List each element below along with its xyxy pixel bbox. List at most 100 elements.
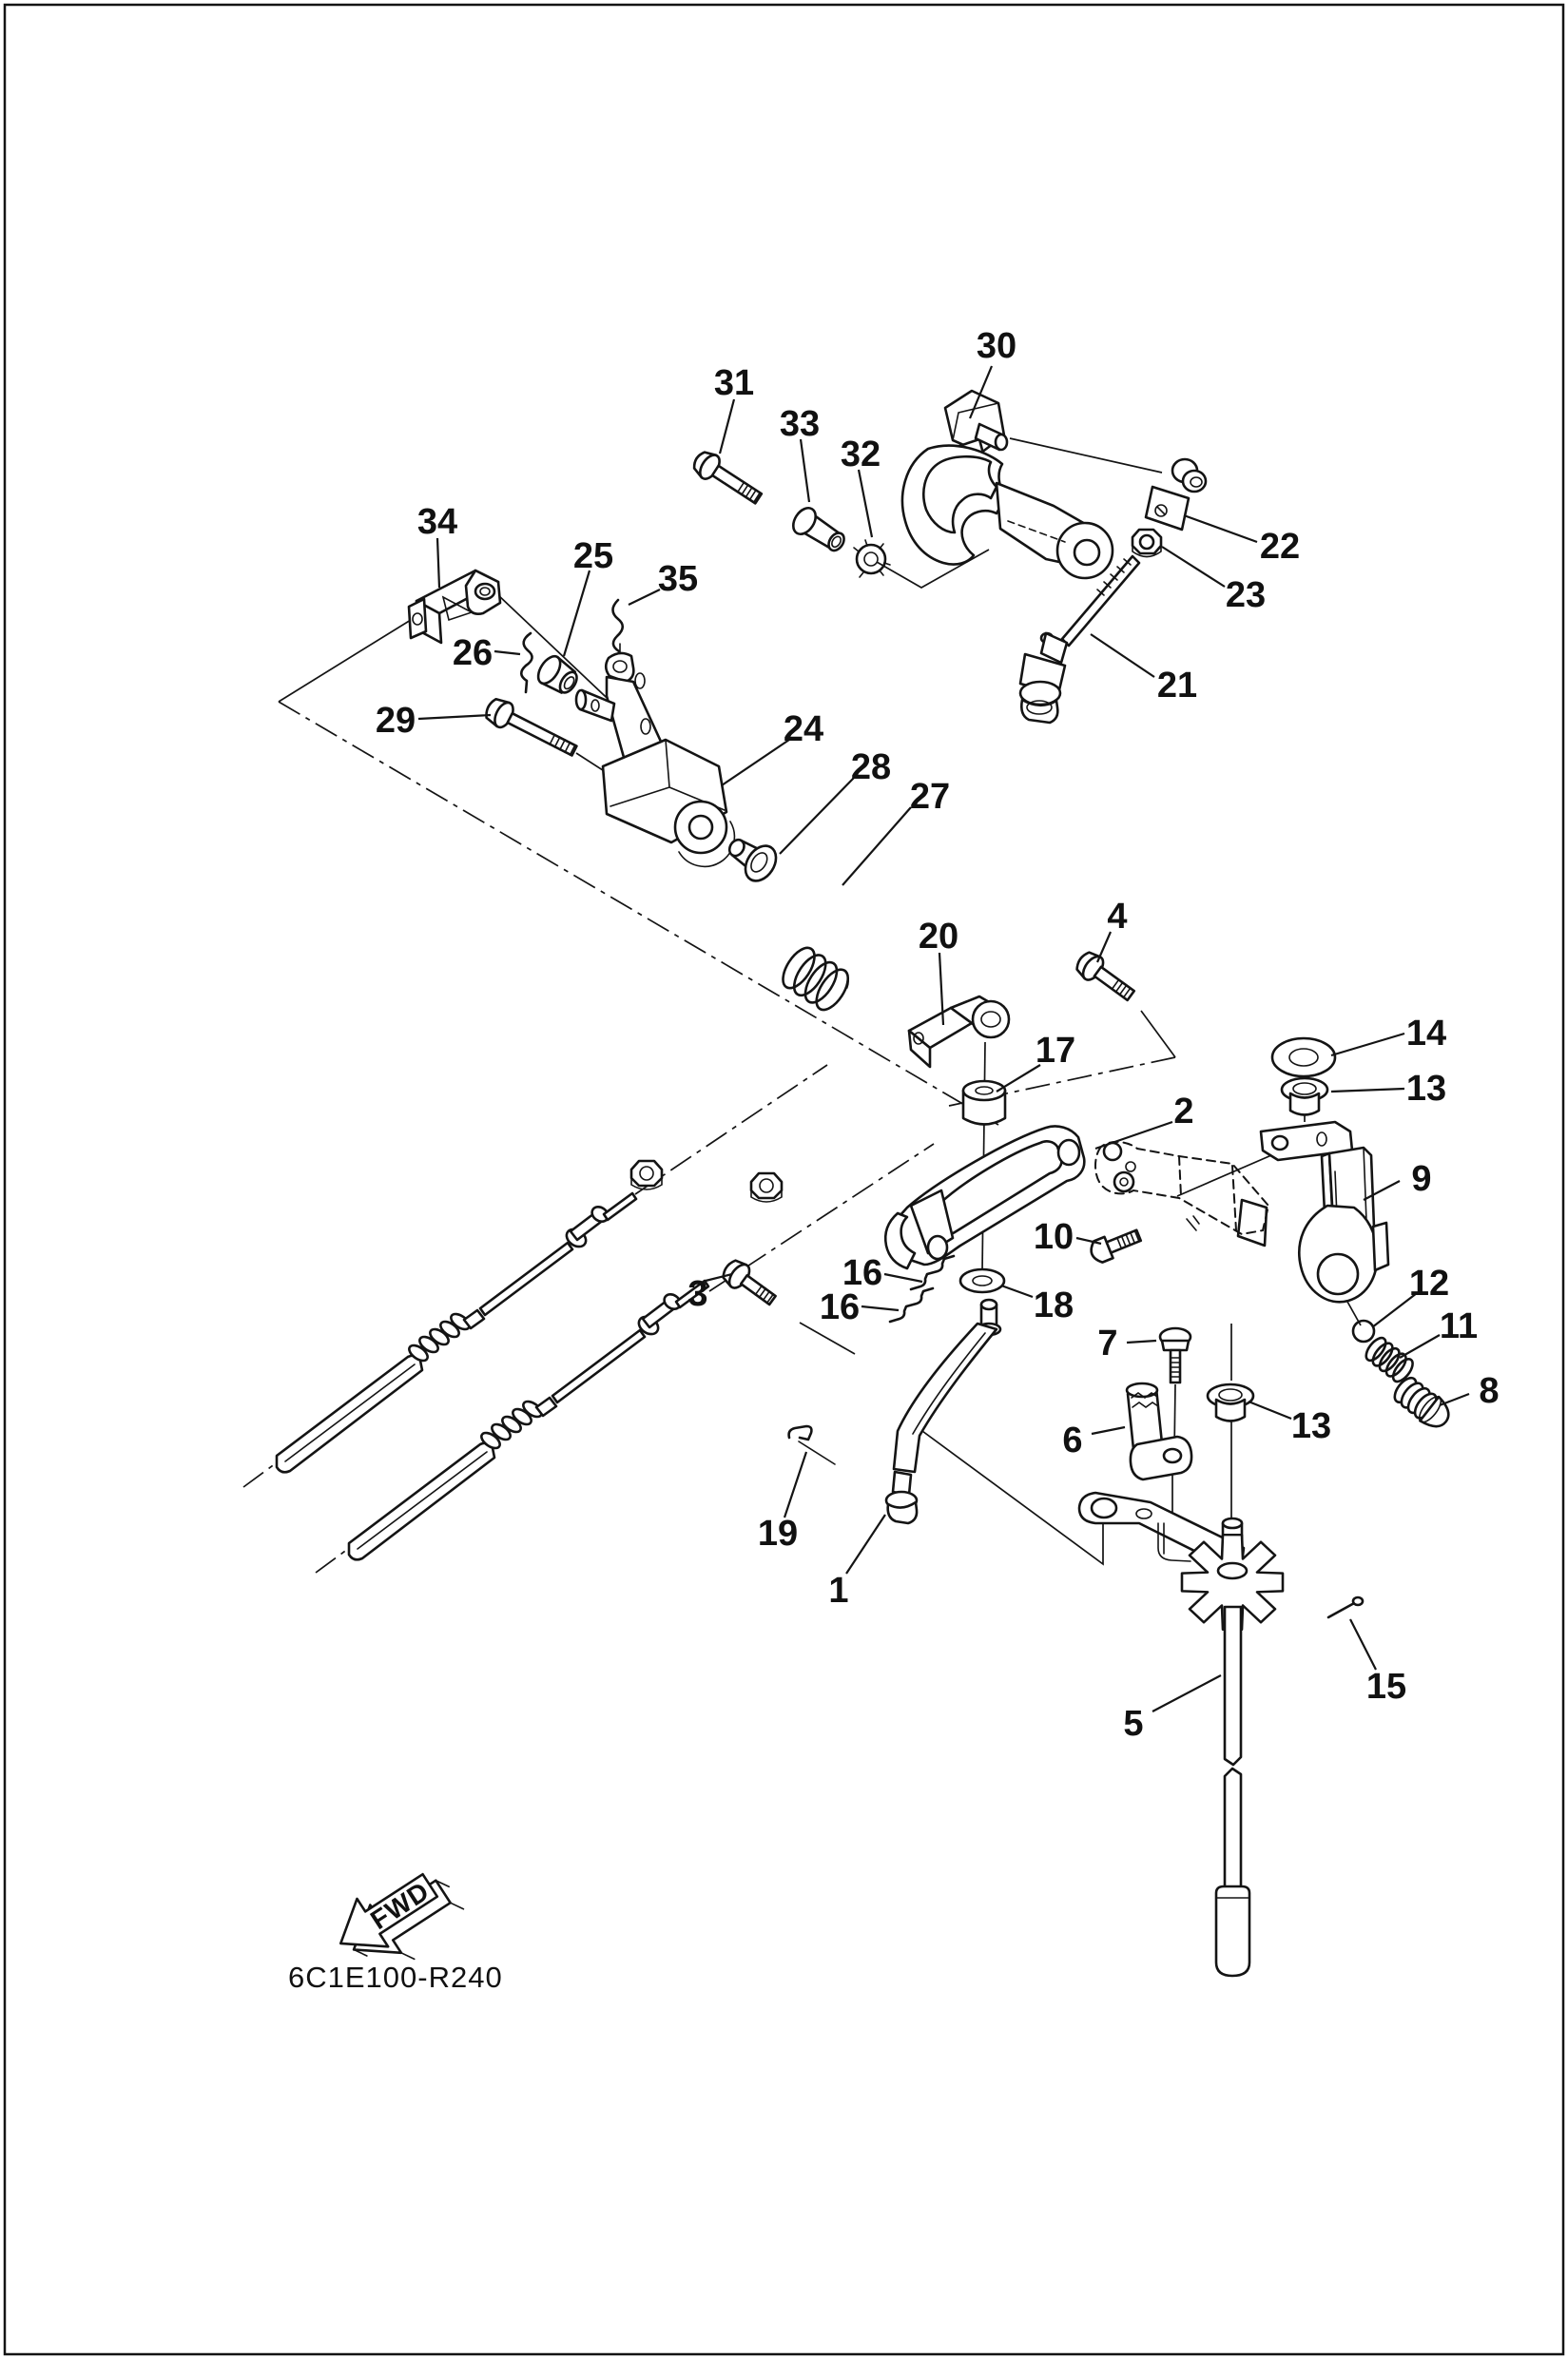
part-label-3: 3: [687, 1274, 707, 1314]
axis-line: [907, 1420, 1104, 1566]
part-label-15: 15: [1366, 1667, 1406, 1707]
part-label-33: 33: [780, 404, 820, 444]
leader-line-15: [1349, 1618, 1377, 1671]
part-21-link-rod: [1018, 554, 1141, 725]
leader-line-16: [883, 1272, 923, 1284]
part-9-bracket: [1259, 1120, 1390, 1304]
leader-line-28: [779, 777, 855, 855]
cable-nut: [749, 1171, 784, 1203]
part-label-27: 27: [910, 777, 950, 817]
leader-line-30: [968, 365, 994, 419]
leader-line-18: [1000, 1284, 1034, 1299]
part-label-10: 10: [1034, 1217, 1074, 1257]
axis-line: [1009, 437, 1163, 474]
leader-line-1: [845, 1514, 886, 1575]
leader-line-13: [1248, 1400, 1292, 1421]
axis-line: [1176, 1151, 1279, 1197]
part-3-bolt: [722, 1259, 777, 1306]
leader-line-10: [1075, 1236, 1102, 1246]
part-label-1: 1: [828, 1571, 848, 1611]
part-label-28: 28: [851, 747, 891, 787]
part-17-roller: [961, 1079, 1007, 1126]
axis-line: [634, 1064, 828, 1195]
part-34-cable-joint: [407, 569, 502, 645]
part-label-34: 34: [417, 502, 457, 542]
leader-line-13: [1330, 1087, 1405, 1093]
part-8-screw: [1393, 1376, 1450, 1428]
part-label-14: 14: [1406, 1014, 1446, 1054]
part-6-lever: [1125, 1382, 1193, 1481]
part-label-18: 18: [1034, 1286, 1074, 1325]
part-label-2: 2: [1173, 1092, 1193, 1131]
leader-line-29: [417, 713, 492, 721]
part-label-7: 7: [1097, 1324, 1117, 1363]
leader-line-26: [494, 649, 521, 656]
part-31-bolt: [692, 451, 764, 505]
leader-line-17: [996, 1064, 1041, 1092]
throttle-arm-link: [883, 1125, 1086, 1270]
part-20-cable-joint: [907, 995, 1011, 1069]
part-13-bushing: [1280, 1076, 1329, 1116]
part-11-spring: [1365, 1336, 1414, 1383]
leader-line-23: [1161, 546, 1226, 588]
part-26-clip: [519, 631, 533, 694]
part-label-11: 11: [1440, 1306, 1478, 1346]
part-label-31: 31: [714, 363, 754, 403]
leader-line-3: [705, 1272, 733, 1283]
leader-line-16: [861, 1305, 900, 1312]
part-12-ball: [1351, 1319, 1376, 1344]
part-label-12: 12: [1409, 1264, 1449, 1304]
part-label-20: 20: [919, 917, 958, 957]
leader-line-21: [1090, 633, 1155, 678]
part-25-bushing: [536, 654, 578, 694]
part-label-9: 9: [1411, 1159, 1431, 1199]
part-7-bolt: [1158, 1326, 1192, 1384]
part-27-spring: [782, 946, 850, 1012]
leader-line-20: [938, 952, 945, 1026]
leader-line-33: [799, 438, 811, 503]
part-label-19: 19: [758, 1514, 798, 1554]
part-label-25: 25: [573, 536, 613, 576]
part-2-throttle-lever-phantom: [1094, 1141, 1270, 1247]
leader-line-14: [1330, 1032, 1405, 1057]
leader-line-35: [628, 589, 661, 606]
part-16-clip: [888, 1286, 935, 1324]
diagram-code: 6C1E100-R240: [288, 1961, 503, 1994]
part-label-23: 23: [1226, 575, 1266, 615]
part-5-shaft-assembly: [1077, 1491, 1285, 1978]
part-label-16: 16: [820, 1287, 860, 1327]
leader-line-4: [1095, 931, 1113, 963]
leader-line-34: [436, 537, 441, 589]
part-label-16: 16: [842, 1253, 882, 1293]
part-14-washer: [1270, 1036, 1337, 1078]
part-label-30: 30: [977, 326, 1016, 366]
part-label-13: 13: [1291, 1406, 1331, 1446]
part-24-bracket: [574, 651, 736, 868]
part-label-24: 24: [784, 709, 823, 749]
part-label-22: 22: [1260, 527, 1300, 567]
part-15-pin: [1326, 1595, 1365, 1619]
leader-line-5: [1152, 1674, 1222, 1712]
cable-upper: [275, 1191, 638, 1474]
page-border: [3, 3, 1565, 2356]
leader-line-32: [857, 469, 874, 538]
leader-line-19: [783, 1451, 808, 1518]
axis-line: [575, 752, 607, 773]
part-label-29: 29: [376, 701, 416, 741]
part-label-32: 32: [841, 435, 881, 474]
part-32-clip: [853, 539, 891, 578]
part-29-bolt: [485, 698, 578, 757]
part-10-bolt: [1090, 1228, 1143, 1264]
part-28-bushing: [727, 838, 778, 882]
part-label-8: 8: [1479, 1371, 1499, 1411]
leader-line-12: [1371, 1292, 1418, 1328]
part-label-26: 26: [453, 633, 493, 673]
leader-line-8: [1439, 1392, 1470, 1407]
axis-line: [315, 1548, 349, 1574]
part-label-35: 35: [658, 559, 698, 599]
leader-line-27: [842, 806, 912, 886]
cable-lower: [347, 1279, 710, 1561]
leader-line-9: [1363, 1180, 1401, 1201]
